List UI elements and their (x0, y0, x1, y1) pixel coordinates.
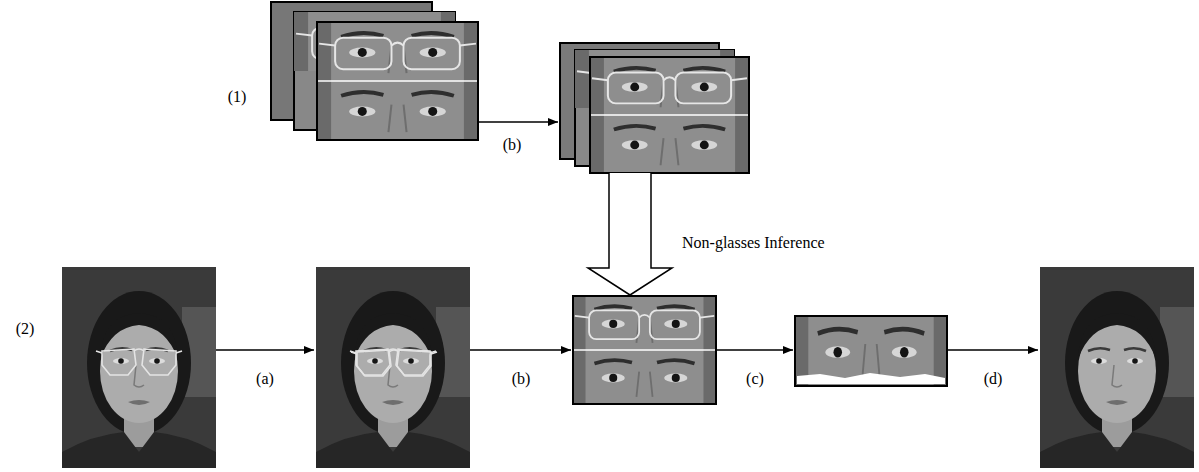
glasses (351, 350, 437, 376)
warped-eye-band (795, 316, 947, 386)
process-arrow (716, 349, 793, 351)
process-arrow (470, 349, 571, 351)
photo-frame (795, 316, 947, 386)
photo-frame (590, 57, 749, 173)
frame-divider (317, 80, 478, 82)
process-arrow (478, 121, 558, 123)
glasses (350, 349, 436, 375)
detected-glasses-outline (350, 349, 437, 376)
step-marker: (a) (254, 370, 276, 388)
frame-divider (573, 349, 716, 351)
step-marker: (2) (14, 320, 37, 338)
eye-band-no-glasses (317, 81, 478, 140)
eye-band-no-glasses (590, 115, 749, 173)
inferred-eye-band (573, 350, 716, 404)
glasses (319, 38, 476, 69)
aligned-stack (560, 43, 749, 173)
glasses (96, 349, 182, 375)
eye-band-with-glasses (590, 57, 749, 115)
photo-frame (317, 22, 478, 140)
process-arrow (216, 349, 314, 351)
input-face-photo (62, 267, 216, 468)
warped-result (795, 316, 947, 386)
step-label: Non-glasses Inference (680, 234, 827, 252)
step-marker: (c) (744, 370, 766, 388)
detected-glasses-photo (316, 267, 470, 468)
process-arrow (947, 349, 1038, 351)
step-marker: (d) (982, 370, 1005, 388)
photo-frame (573, 296, 716, 404)
glasses (592, 72, 747, 103)
glasses (575, 310, 714, 339)
eye-band-with-glasses (317, 22, 478, 81)
warp-edge (797, 373, 945, 384)
step-marker: (b) (501, 136, 524, 154)
test-patch (573, 296, 716, 404)
step-marker: (b) (510, 370, 533, 388)
inference-arrow (588, 173, 672, 295)
training-stack (271, 2, 478, 140)
frame-divider (590, 114, 749, 116)
eye-band-with-glasses (573, 296, 716, 350)
output-face-photo (1040, 267, 1194, 468)
step-marker: (1) (226, 88, 249, 106)
